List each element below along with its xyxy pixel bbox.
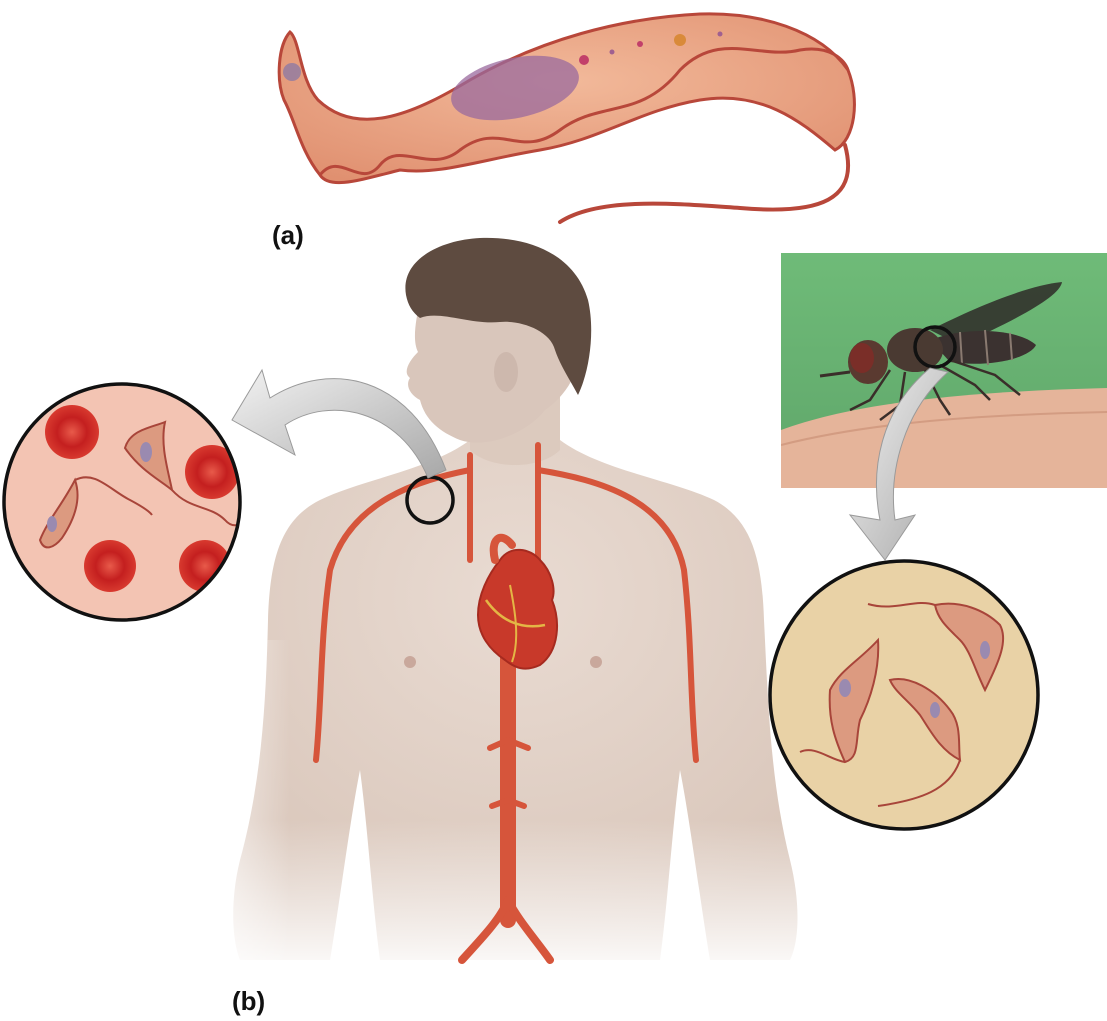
- fly-gut-magnified-view: [768, 559, 1040, 831]
- nucleus-shape: [451, 55, 579, 121]
- heart: [476, 533, 558, 670]
- arrow-to-fly-view: [848, 367, 950, 561]
- panel-label-a: (a): [272, 220, 304, 250]
- trypanosome-large: [277, 12, 856, 224]
- arrow-to-blood: [231, 368, 447, 479]
- fly-marker: [913, 325, 957, 369]
- panel-label-b: (b): [232, 986, 266, 1016]
- red-blood-cell: [185, 445, 239, 499]
- red-blood-cell: [45, 405, 99, 459]
- red-blood-cell: [84, 540, 136, 592]
- blood-magnified-view: [2, 382, 242, 622]
- tsetse-fly-photo: [781, 253, 1107, 488]
- circulatory-system: [313, 442, 699, 964]
